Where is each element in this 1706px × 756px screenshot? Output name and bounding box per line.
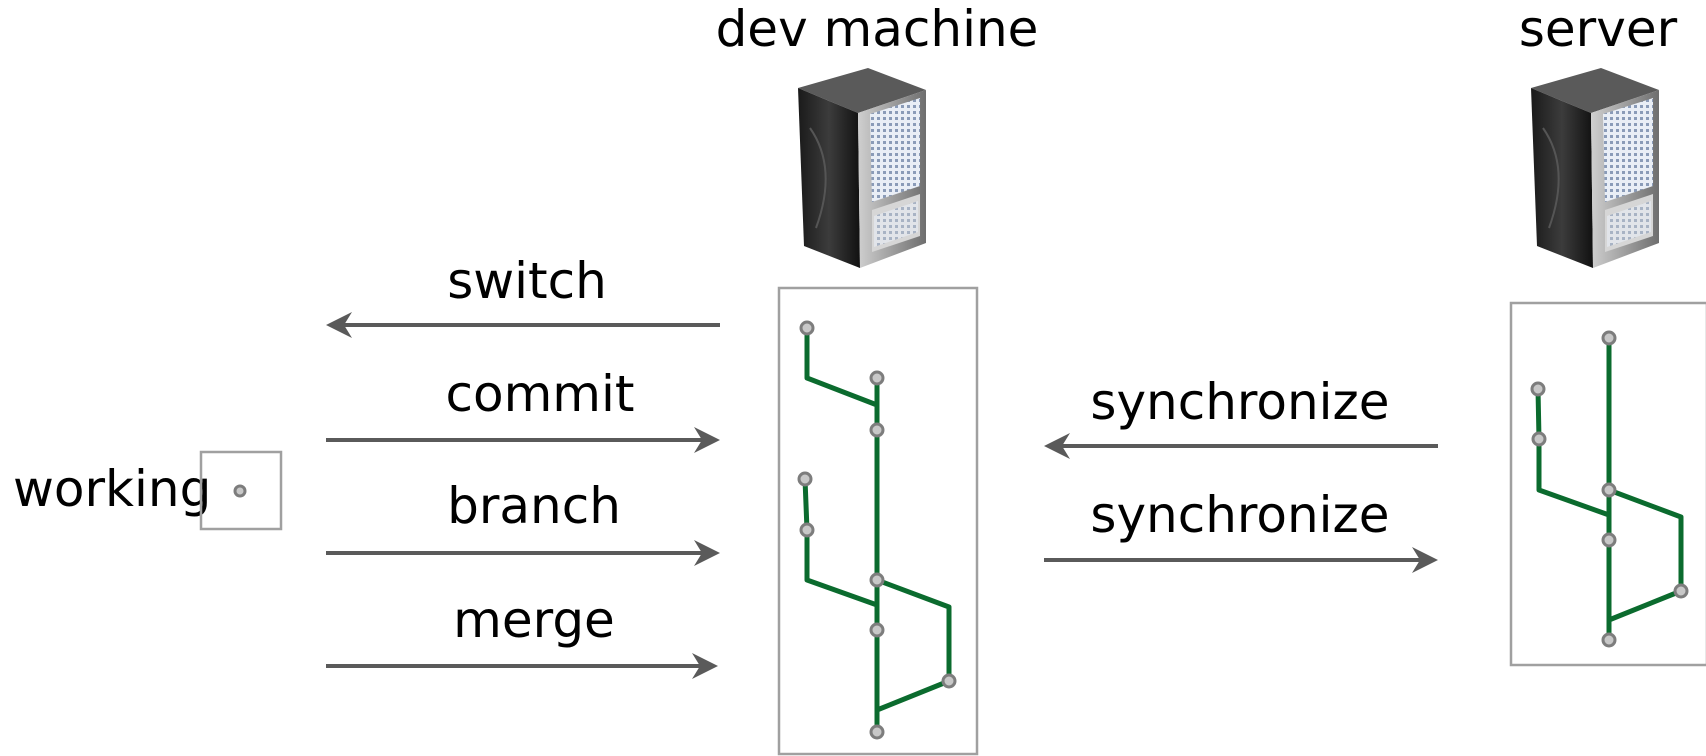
commit-node (799, 522, 815, 538)
commit-node (799, 320, 815, 336)
commit-node (1601, 482, 1617, 498)
switch-arrow (326, 312, 720, 338)
server-commit-graph (1530, 330, 1689, 648)
commit-arrow (326, 427, 720, 453)
merge-arrow (326, 653, 718, 679)
commit-node (1601, 632, 1617, 648)
commit-node (1530, 381, 1546, 397)
dev-machine-commit-graph (797, 320, 957, 740)
working-node (233, 484, 247, 498)
synchronize-push-arrow (1044, 547, 1438, 573)
commit-node (869, 622, 885, 638)
synchronize-pull-label: synchronize (1090, 373, 1389, 431)
commit-node (1673, 583, 1689, 599)
commit-node (1531, 431, 1547, 447)
commit-node (1601, 532, 1617, 548)
merge-label: merge (453, 591, 615, 649)
commit-node (869, 422, 885, 438)
working-copy-box (199, 450, 283, 531)
server-server-tower-icon (1530, 67, 1660, 269)
commit-node (869, 724, 885, 740)
dev-machine-repository-box (777, 286, 979, 756)
commit-node (869, 370, 885, 386)
server-title: server (1519, 0, 1678, 58)
commit-node (941, 673, 957, 689)
branch-arrow (326, 540, 720, 566)
dev-machine-server-tower-icon (797, 67, 927, 269)
commit-node (797, 471, 813, 487)
commit-node (1601, 330, 1617, 346)
commit-node (869, 572, 885, 588)
commit-label: commit (446, 365, 635, 423)
synchronize-push-label: synchronize (1090, 486, 1389, 544)
synchronize-pull-arrow (1044, 433, 1438, 459)
branch-label: branch (447, 477, 621, 535)
server-repository-box (1509, 301, 1706, 667)
switch-label: switch (447, 252, 607, 310)
working-label: working (13, 460, 211, 518)
dev-machine-title: dev machine (716, 0, 1039, 58)
